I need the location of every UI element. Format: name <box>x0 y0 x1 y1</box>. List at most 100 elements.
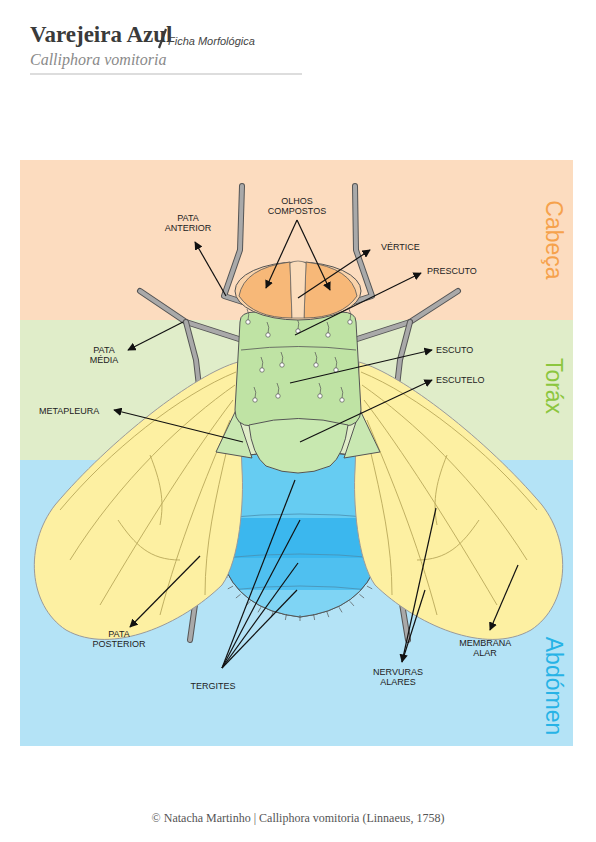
bristle-socket <box>348 320 352 324</box>
abdomen-bands <box>215 514 385 620</box>
bristle <box>326 322 330 337</box>
leg-outline <box>356 470 408 640</box>
wing-veins <box>361 372 537 615</box>
tergite-line <box>222 514 378 518</box>
leg-outline <box>344 186 372 305</box>
abdomen-hair <box>314 614 315 620</box>
leader-line <box>300 380 432 442</box>
bristle-hair <box>319 383 321 394</box>
tergite-band <box>215 590 385 620</box>
part-label: ESCUTO <box>436 345 473 355</box>
left-wing <box>34 362 242 639</box>
wing-vein <box>60 372 236 510</box>
abdomen-hair <box>217 554 223 556</box>
abdomen-hair <box>285 614 286 620</box>
abdomen-hair <box>217 491 223 493</box>
leader-line <box>402 590 425 662</box>
leader-line <box>222 520 300 668</box>
bristle-hair <box>341 387 343 398</box>
abdomen-hair <box>372 577 378 579</box>
abdomen-hair <box>377 540 383 542</box>
wing-vein <box>205 445 228 595</box>
abdomen-hair <box>217 533 223 535</box>
header-rule <box>30 74 302 75</box>
middle-leg <box>186 322 200 395</box>
abdomen-hair <box>377 547 383 549</box>
abdomen-hair <box>271 611 273 617</box>
abdomen-hair <box>217 547 223 549</box>
abdomen-hair <box>359 594 364 598</box>
abdomen-hair <box>377 505 383 507</box>
part-label: TERGITES <box>190 681 235 691</box>
wing-vein <box>100 400 233 605</box>
tergite-band <box>215 518 385 558</box>
compound-eye <box>239 262 292 318</box>
middle-leg <box>354 291 458 340</box>
page-title: Varejeira Azul <box>30 22 172 48</box>
bristle-hair <box>335 357 337 368</box>
abdomen-hair <box>300 615 301 621</box>
bristle-hair <box>315 352 317 363</box>
bristle-hair <box>254 387 256 398</box>
leg-outline <box>354 291 458 340</box>
bristle-hair <box>349 309 351 320</box>
metapleura-shape <box>216 410 252 458</box>
subtitle: Ficha Morfológica <box>168 35 255 48</box>
leg-outline <box>224 186 252 305</box>
leader-line <box>222 563 298 668</box>
leader-line <box>295 273 421 335</box>
abdomen-hair <box>217 484 223 486</box>
thorax <box>216 312 380 473</box>
leader-line <box>402 508 436 662</box>
thorax-bristles <box>246 309 352 402</box>
bristle-hair <box>281 352 283 363</box>
tergite-line <box>230 586 370 590</box>
abdomen-hair <box>339 607 342 612</box>
wing-vein <box>160 420 230 615</box>
bristle <box>348 309 352 324</box>
leader-line <box>222 480 295 668</box>
abdomen-hairs <box>217 470 383 621</box>
bristle <box>314 352 318 367</box>
region-name: Toráx <box>534 358 574 414</box>
credit-caption: © Natacha Martinho | Calliphora vomitori… <box>0 811 596 826</box>
front-leg <box>344 186 372 305</box>
bristle-socket <box>276 394 280 398</box>
wing-vein <box>150 455 162 525</box>
bristle <box>296 318 300 333</box>
abdomen-hair <box>217 512 223 514</box>
body-region-band: Cabeça <box>20 160 573 320</box>
leader-line <box>128 322 183 350</box>
abdomen-hair <box>377 470 383 472</box>
part-label: PATA ANTERIOR <box>165 213 212 234</box>
wing-vein <box>362 385 527 560</box>
abdomen-hair <box>217 470 223 472</box>
thorax-body <box>235 312 361 426</box>
abdomen-hair <box>228 586 233 589</box>
leader-line <box>266 220 297 288</box>
tergite-band <box>215 558 385 590</box>
front-leg <box>224 186 252 305</box>
bristle <box>260 357 264 372</box>
abdomen-body <box>222 452 378 617</box>
leader-line <box>222 590 297 668</box>
bristle-socket <box>296 329 300 333</box>
leg-outline <box>140 291 242 340</box>
legs <box>140 186 458 640</box>
bristle-hair <box>267 322 269 333</box>
head-capsule <box>235 262 361 320</box>
vertex-strip <box>290 261 306 318</box>
abdomen-hair <box>217 519 223 521</box>
bristle-socket <box>314 363 318 367</box>
wing-membrane <box>355 362 563 639</box>
leg-outline <box>396 322 410 395</box>
bristle <box>340 387 344 402</box>
tergite-line <box>222 554 378 558</box>
abdomen-outline <box>222 452 378 617</box>
wing-vein <box>367 420 437 615</box>
leader-line <box>490 565 518 630</box>
abdomen-hair <box>377 484 383 486</box>
bristle-hair <box>247 309 249 320</box>
